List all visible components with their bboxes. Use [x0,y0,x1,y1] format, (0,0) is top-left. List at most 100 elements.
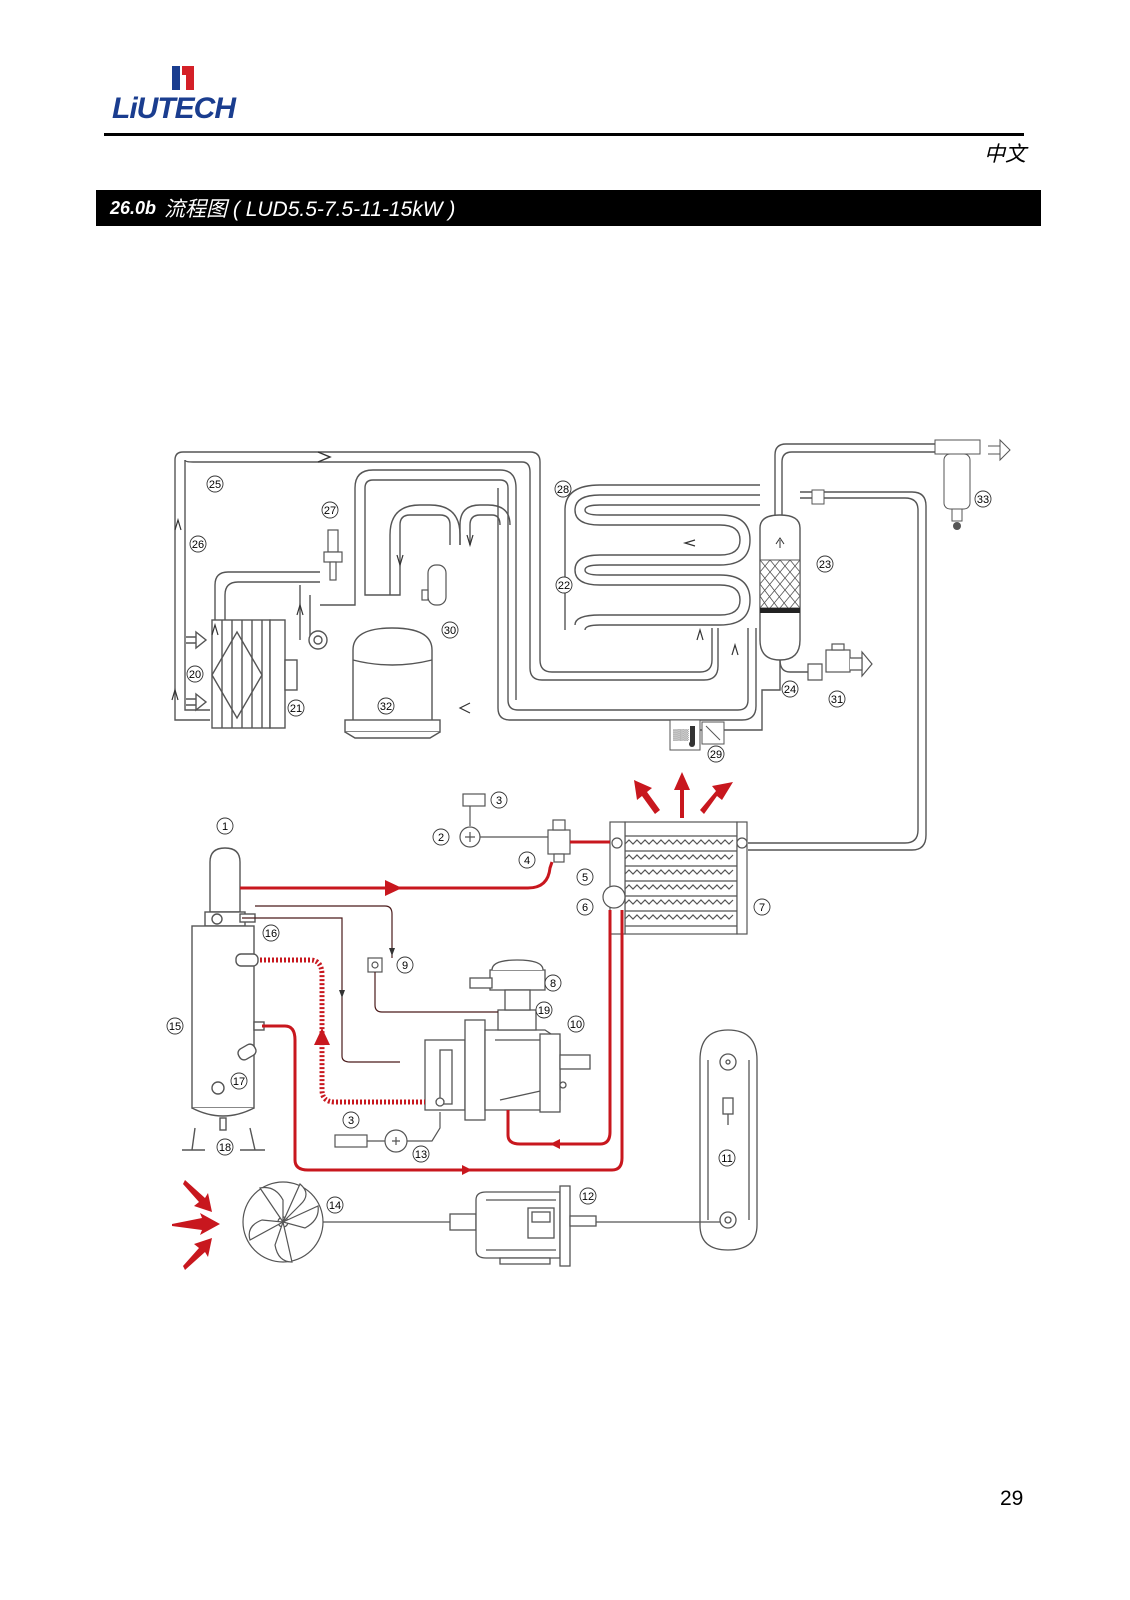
callout-5: 5 [576,868,594,886]
svg-text:21: 21 [290,703,302,715]
pipe-fitting-1 [811,489,825,505]
outlet-filter [934,438,1011,530]
section-number: 26.0b [110,197,157,218]
svg-text:3: 3 [348,1115,354,1127]
belt-drive [699,1029,758,1251]
callout-4: 4 [518,851,536,869]
svg-text:17: 17 [233,1076,245,1088]
callout-32: 32 [377,697,395,715]
svg-text:31: 31 [831,694,843,706]
svg-text:12: 12 [582,1191,594,1203]
dryer-pipework [174,451,757,721]
svg-text:33: 33 [977,494,989,506]
svg-text:19: 19 [538,1005,550,1017]
callout-33: 33 [974,490,992,508]
liutech-logo: LiUTECH [112,64,252,128]
inlet-air-arrows [172,1180,220,1270]
minimum-pressure-valve [459,793,571,863]
refrigerant-compressor [308,627,441,739]
svg-text:13: 13 [415,1149,427,1161]
callout-28: 28 [554,480,572,498]
callout-3b: 3 [342,1111,360,1129]
svg-text:11: 11 [721,1153,732,1165]
callout-31: 31 [828,690,846,708]
callout-13: 13 [412,1145,430,1163]
callout-9: 9 [396,956,414,974]
solenoid-valve [367,957,383,973]
callout-2: 2 [432,828,450,846]
callout-6: 6 [576,898,594,916]
svg-text:22: 22 [558,580,570,592]
dryer-control-panel: ▒▒ [669,719,725,751]
callout-12: 12 [579,1187,597,1205]
cooling-fan [242,1181,720,1263]
svg-text:9: 9 [402,960,408,972]
heat-exchanger-coil [564,484,760,631]
callout-14: 14 [326,1196,344,1214]
svg-text:10: 10 [570,1019,582,1031]
callout-15: 15 [166,1017,184,1035]
callout-18: 18 [216,1138,234,1156]
callout-11: 11 [718,1149,736,1167]
svg-text:18: 18 [219,1142,231,1154]
callout-30: 30 [441,621,459,639]
svg-text:29: 29 [710,749,722,761]
svg-text:24: 24 [784,684,796,696]
refrigerant-condenser [186,619,298,729]
language-label: 中文 [984,142,1026,166]
svg-text:1: 1 [222,821,228,833]
svg-text:4: 4 [524,855,530,867]
drain-valve [807,643,873,681]
callout-24: 24 [781,680,799,698]
svg-text:3: 3 [496,795,502,807]
svg-text:27: 27 [324,505,336,517]
callout-17: 17 [230,1072,248,1090]
svg-text:▒▒: ▒▒ [673,728,689,741]
callout-21: 21 [287,699,305,717]
svg-text:23: 23 [819,559,831,571]
separator-vessel [759,514,801,661]
brand-name: LiUTECH [112,92,236,125]
header-rule [104,133,1024,136]
svg-text:30: 30 [444,625,456,637]
callout-3a: 3 [490,791,508,809]
callout-1: 1 [216,817,234,835]
callout-25: 25 [206,475,224,493]
electric-motor [449,1185,597,1267]
separator-tank [182,847,265,1151]
callout-7: 7 [753,898,771,916]
svg-text:7: 7 [759,902,765,914]
svg-text:2: 2 [438,832,444,844]
svg-text:14: 14 [329,1200,341,1212]
callout-27: 27 [321,501,339,519]
callout-22: 22 [555,576,573,594]
callout-29: 29 [707,745,725,763]
callout-20: 20 [186,665,204,683]
callout-26: 26 [189,535,207,553]
svg-text:20: 20 [189,669,201,681]
svg-text:16: 16 [265,928,277,940]
svg-text:32: 32 [380,701,392,713]
pressure-gauge-lower [334,1112,441,1153]
control-lines [242,905,498,1063]
hot-air-arrows [634,772,733,818]
page-number: 29 [1000,1487,1024,1510]
callout-8: 8 [544,974,562,992]
svg-text:26: 26 [192,539,204,551]
oil-air-cooler [602,821,748,935]
callout-10: 10 [567,1015,585,1033]
svg-text:25: 25 [209,479,221,491]
callout-16: 16 [262,924,280,942]
callout-23: 23 [816,555,834,573]
svg-text:15: 15 [169,1021,181,1033]
svg-text:28: 28 [557,484,569,496]
section-title-bar: 26.0b 流程图 ( LUD5.5-7.5-11-15kW ) [96,190,1041,226]
capillary-filter [323,529,447,606]
callout-labels: 1 2 3 3 4 5 6 7 8 9 10 11 12 13 14 15 16… [166,475,992,1214]
screw-air-end [424,959,591,1121]
svg-text:6: 6 [582,902,588,914]
section-title: 流程图 ( LUD5.5-7.5-11-15kW ) [164,198,456,221]
logo-mark-icon [172,66,194,90]
callout-19: 19 [535,1001,553,1019]
